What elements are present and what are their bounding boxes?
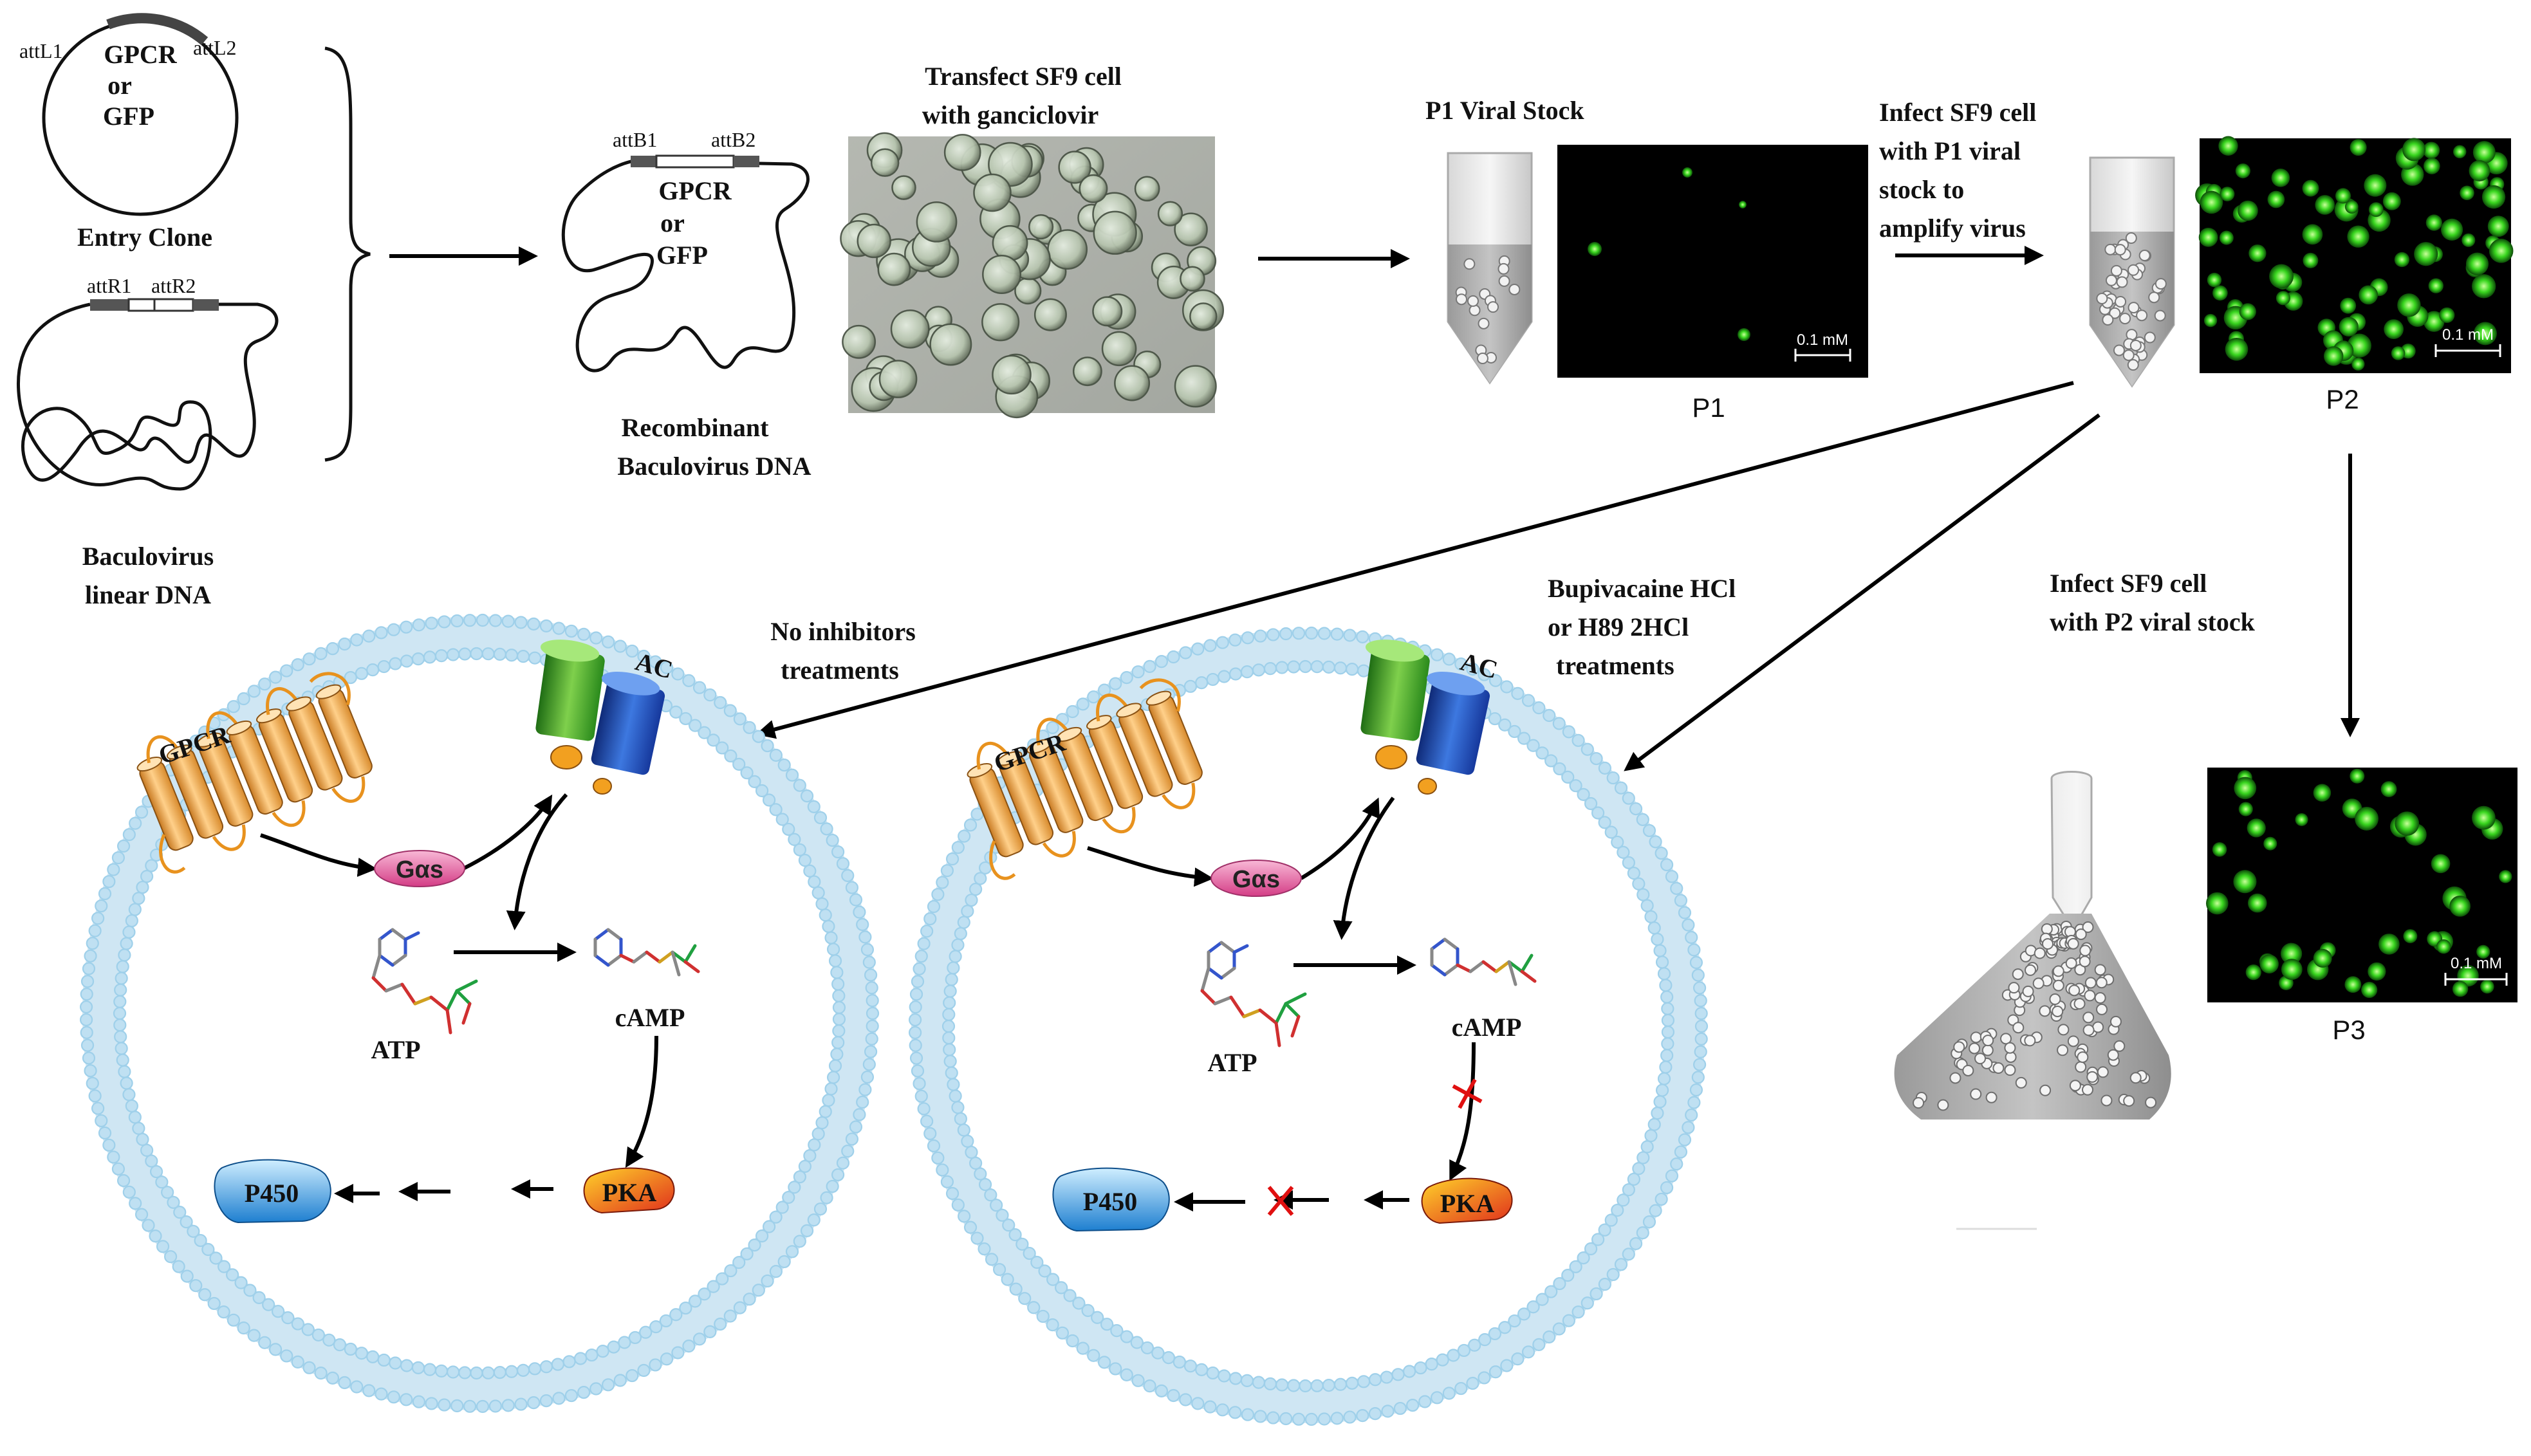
no-inhibitors-line-2: treatments [781, 656, 899, 685]
att-b2-label: attB2 [711, 128, 756, 151]
control-p450-label: P450 [245, 1179, 299, 1208]
transfect-label-1: Transfect SF9 cell [925, 62, 1122, 91]
inhibited-p450-label: P450 [1083, 1187, 1137, 1216]
inhibited-gas-label: Gαs [1232, 866, 1280, 893]
control-gas-protein [374, 850, 465, 887]
entry-gene-or: or [107, 71, 132, 100]
infect-p2-line-1: Infect SF9 cell [2050, 569, 2207, 598]
infect-p1-line-2: with P1 viral [1879, 136, 2021, 165]
control-adenylyl-cyclase: AC [535, 640, 676, 795]
inhibited-camp-molecule [1430, 937, 1537, 986]
inhibited-pka-label: PKA [1440, 1189, 1495, 1218]
recombinant-label-2: Baculovirus DNA [617, 452, 811, 481]
att-r1-label: attR1 [87, 274, 131, 297]
inhibited-atp-label: ATP [1207, 1048, 1257, 1077]
control-pka-label: PKA [602, 1178, 657, 1207]
p2-fluorescence-image: 0.1 mM [2195, 136, 2514, 373]
inhibited-p450 [1052, 1167, 1170, 1232]
baculovirus-label-2: linear DNA [85, 580, 211, 609]
control-p450 [214, 1159, 331, 1224]
control-pathway: GPCR AC Gαs ATP cAMP PKA [136, 640, 700, 1224]
p2-label: P2 [2326, 384, 2359, 414]
att-l2-label: attL2 [193, 36, 237, 59]
infect-p1-line-1: Infect SF9 cell [1879, 98, 2036, 127]
control-cell-membrane [79, 613, 880, 1414]
p2-scale-label: 0.1 mM [2442, 326, 2494, 344]
entry-gene-gfp: GFP [103, 102, 154, 131]
control-gpcr [136, 672, 373, 874]
combine-brace [324, 46, 371, 462]
infect-p2-line-2: with P2 viral stock [2050, 607, 2256, 636]
att-r2-label: attR2 [151, 274, 196, 297]
inhibition-mark-camp-pka [1452, 1078, 1483, 1109]
inhibitors-line-2: or H89 2HCl [1548, 613, 1689, 641]
inhibited-atp-molecule [1200, 941, 1307, 1047]
infect-p1-line-4: amplify virus [1879, 214, 2026, 243]
entry-gene-gpcr: GPCR [104, 40, 177, 69]
inhibition-mark-pka-p450 [1267, 1186, 1294, 1216]
control-atp-label: ATP [371, 1035, 420, 1064]
transfect-label-2: with ganciclovir [922, 100, 1099, 129]
control-atp-molecule [371, 928, 478, 1035]
p1-label: P1 [1692, 392, 1725, 423]
entry-clone-label: Entry Clone [77, 223, 212, 252]
recombinant-gene-gfp: GFP [656, 241, 708, 270]
p3-fluorescence-image: 0.1 mM [2206, 768, 2517, 1002]
entry-clone-plasmid: attL1 attL2 GPCR or GFP Entry Clone [19, 13, 239, 252]
inhibitors-line-1: Bupivacaine HCl [1548, 574, 1736, 603]
p1-fluorescence-image: 0.1 mM [1557, 145, 1868, 378]
baculovirus-label-1: Baculovirus [82, 542, 214, 571]
inhibited-adenylyl-cyclase: AC [1360, 640, 1501, 795]
arrow-to-inhibited-cell [1624, 413, 2100, 771]
p1-tube [1447, 152, 1533, 385]
baculovirus-linear-dna: attR1 attR2 Baculovirus linear DNA [17, 274, 279, 609]
inhibited-pka [1421, 1177, 1513, 1224]
p1-scale-label: 0.1 mM [1797, 331, 1848, 349]
recombinant-dna: attB1 attB2 GPCR or GFP Recombinant Bacu… [561, 128, 811, 481]
att-b1-label: attB1 [613, 128, 657, 151]
recombinant-gene-or: or [660, 208, 685, 237]
transfected-cells-micrograph [840, 132, 1225, 419]
p2-tube [2089, 156, 2175, 388]
p3-scale-label: 0.1 mM [2451, 955, 2502, 972]
no-inhibitors-line-1: No inhibitors [770, 617, 916, 646]
att-l1-label: attL1 [19, 39, 63, 62]
infect-p1-line-3: stock to [1879, 175, 1964, 204]
inhibited-pathway: GPCR AC Gαs ATP cAMP [967, 640, 1537, 1232]
control-gas-label: Gαs [396, 856, 443, 883]
control-camp-label: cAMP [615, 1003, 685, 1032]
inhibited-gas-protein [1210, 860, 1302, 897]
control-camp-molecule [593, 928, 700, 977]
recombinant-gene-gpcr: GPCR [658, 176, 732, 205]
recombinant-label-1: Recombinant [622, 413, 770, 442]
control-cell [79, 613, 880, 1414]
control-pka [583, 1167, 675, 1214]
inhibited-gpcr [967, 678, 1203, 880]
p1-stock-title: P1 Viral Stock [1425, 96, 1584, 125]
arrow-to-control-cell [756, 381, 2074, 739]
inhibited-camp-label: cAMP [1452, 1013, 1522, 1042]
p3-label: P3 [2332, 1015, 2365, 1045]
inhibitors-line-3: treatments [1556, 651, 1674, 680]
culture-flask [1894, 771, 2171, 1120]
